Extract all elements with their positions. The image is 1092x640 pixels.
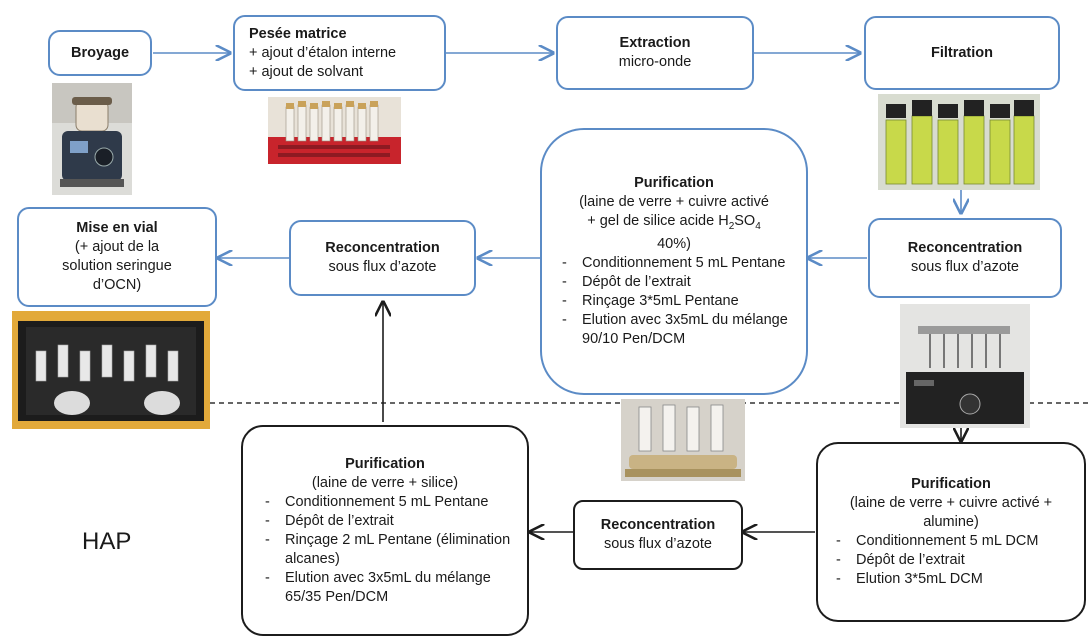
list-item: Rinçage 2 mL Pentane (élimination alcane… <box>259 531 511 569</box>
box-purification-bottom-right: Purification (laine de verre + cuivre ac… <box>816 442 1086 622</box>
box-mise-en-vial: Mise en vial (+ ajout de la solution ser… <box>17 207 217 307</box>
box-pesee-line-2: + ajout de solvant <box>249 63 364 80</box>
box-broyage-title: Broyage <box>70 44 130 61</box>
box-extraction-title: Extraction <box>619 35 691 51</box>
box-reconcentration-right-sub: sous flux d’azote <box>910 259 1019 275</box>
box-extraction: Extraction micro-onde <box>556 16 754 90</box>
list-item: Dépôt de l’extrait <box>830 551 1072 570</box>
photo-purification-columns <box>621 399 745 481</box>
photo-vials-rack <box>268 97 401 164</box>
box-reconcentration-bottom-sub: sous flux d’azote <box>603 536 712 552</box>
box-reconcentration-bottom-title: Reconcentration <box>600 517 716 533</box>
box-mise-en-vial-title: Mise en vial <box>76 220 158 236</box>
list-item: Conditionnement 5 mL DCM <box>830 532 1072 551</box>
box-pesee-line-1: + ajout d’étalon interne <box>249 44 397 61</box>
box-reconcentration-bottom: Reconcentration sous flux d’azote <box>573 500 743 570</box>
box-pesee-title: Pesée matrice <box>249 25 347 42</box>
box-purification-top-desc-2: + gel de silice acide H2SO4 <box>587 212 761 232</box>
box-filtration-title: Filtration <box>930 44 994 61</box>
box-purification-top-title: Purification <box>634 174 714 191</box>
box-reconcentration-mid-sub: sous flux d’azote <box>328 259 437 275</box>
photo-vial-tray <box>12 311 210 429</box>
box-filtration: Filtration <box>864 16 1060 90</box>
box-purification-bottom-left: Purification (laine de verre + silice) C… <box>241 425 529 636</box>
box-purification-top: Purification (laine de verre + cuivre ac… <box>540 128 808 395</box>
list-item: Elution 3*5mL DCM <box>830 570 1072 589</box>
box-purification-bottom-right-desc: (laine de verre + cuivre activé + alumin… <box>849 495 1053 530</box>
list-item: Elution avec 3x5mL du mélange 65/35 Pen/… <box>259 569 511 607</box>
photo-nitrogen-evaporator <box>900 304 1030 428</box>
box-purification-top-desc-3: 40%) <box>657 236 691 253</box>
label-hap: HAP <box>82 528 132 555</box>
photo-grinder <box>52 83 132 195</box>
box-purification-bottom-right-title: Purification <box>911 476 991 492</box>
list-item: Conditionnement 5 mL Pentane <box>556 254 792 273</box>
box-broyage: Broyage <box>48 30 152 76</box>
box-purification-bottom-left-desc: (laine de verre + silice) <box>311 474 459 491</box>
photo-filtration-tubes <box>878 94 1040 190</box>
box-purification-bottom-left-title: Purification <box>345 455 425 472</box>
box-pesee-matrice: Pesée matrice + ajout d’étalon interne +… <box>233 15 446 91</box>
box-mise-en-vial-line-2: solution seringue <box>62 258 172 274</box>
list-item: Dépôt de l’extrait <box>556 273 792 292</box>
box-purification-top-steps: Conditionnement 5 mL Pentane Dépôt de l’… <box>556 254 792 349</box>
list-item: Rinçage 3*5mL Pentane <box>556 292 792 311</box>
box-mise-en-vial-line-1: (+ ajout de la <box>74 239 160 255</box>
box-mise-en-vial-line-3: d’OCN) <box>92 277 142 293</box>
box-reconcentration-mid: Reconcentration sous flux d’azote <box>289 220 476 296</box>
box-reconcentration-right: Reconcentration sous flux d’azote <box>868 218 1062 298</box>
box-purification-bottom-left-steps: Conditionnement 5 mL Pentane Dépôt de l’… <box>259 493 511 607</box>
box-purification-bottom-right-steps: Conditionnement 5 mL DCM Dépôt de l’extr… <box>830 532 1072 589</box>
box-extraction-sub: micro-onde <box>618 54 692 70</box>
list-item: Dépôt de l’extrait <box>259 512 511 531</box>
box-reconcentration-right-title: Reconcentration <box>907 240 1023 256</box>
box-purification-top-desc-1: (laine de verre + cuivre activé <box>579 193 769 210</box>
list-item: Conditionnement 5 mL Pentane <box>259 493 511 512</box>
list-item: Elution avec 3x5mL du mélange 90/10 Pen/… <box>556 311 792 349</box>
box-reconcentration-mid-title: Reconcentration <box>325 240 440 256</box>
